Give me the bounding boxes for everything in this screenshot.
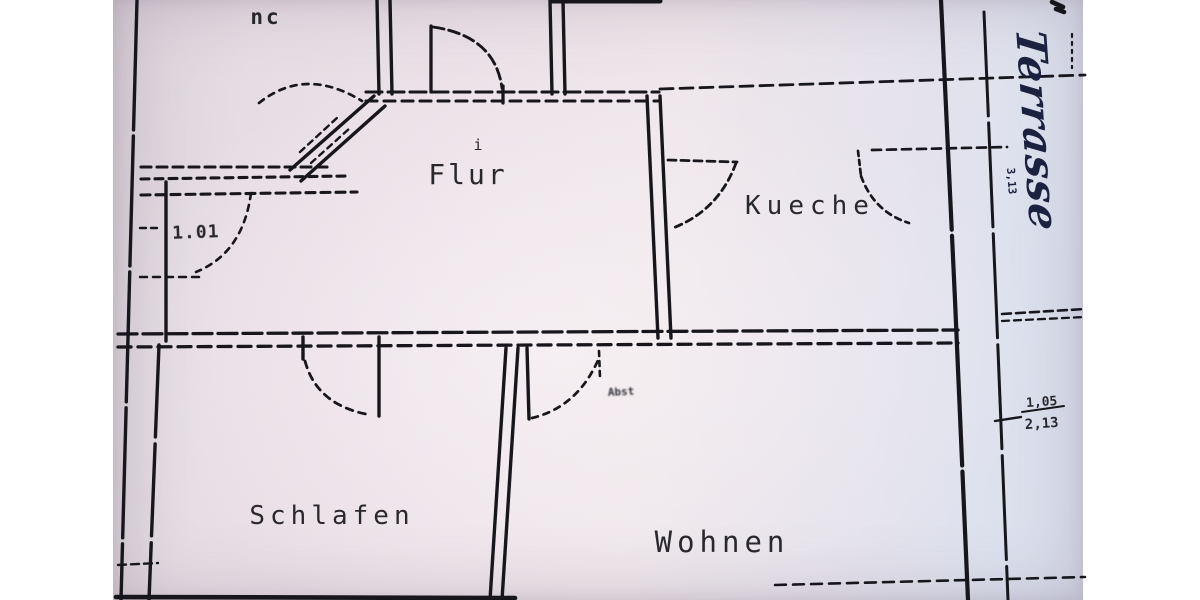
door-dimension-height-label: 2,13 [1024,415,1059,433]
door-leaf [666,158,739,164]
wall-segment [375,0,381,96]
wc-wall-dashed [139,174,349,181]
photo-bottom-edge-line [113,594,518,600]
wall-segment [658,94,673,340]
printed-labels: nc i Flur Kueche Schlafen Wohnen 1.01 1,… [172,5,1059,559]
wall-segment [119,0,139,600]
wall-segment [561,0,567,96]
floorplan-linework [113,0,1087,600]
room-label-schlafen: Schlafen [249,501,414,531]
door-dimension-width-label: 1,05 [1026,394,1058,411]
wall-segment [488,346,508,600]
wall-segment [548,0,554,96]
exterior-walls [113,0,1067,600]
door-smudge-note: Abst [607,385,634,399]
dimension-tick [993,415,1023,423]
wall-segment [388,0,394,96]
dashed-detail [116,561,160,567]
wall-segment [147,343,161,600]
door-hinge [597,349,602,380]
terrace-dashed-line [1000,315,1087,323]
wall-segment [938,0,971,600]
doors [194,24,1009,421]
wc-wall-dashed [139,190,359,197]
door-arc [303,359,373,417]
wall-segment [299,104,387,183]
wall-segment [645,94,660,340]
room-label-kueche: Kueche [745,191,875,221]
door-arc [859,174,911,225]
middle-wall [116,328,960,336]
handwritten-labels: Terrasse 3,13 [1004,27,1069,233]
wall-segment [500,346,520,600]
top-left-note-label: nc [250,5,281,29]
wc-door-arc [194,191,253,274]
door-leaf [525,346,531,421]
terrace-dashed-line [1000,307,1087,316]
dimension-fraction-line [1021,405,1065,413]
door-leaf [856,149,863,178]
middle-wall [116,341,960,349]
kueche-top-wall [658,73,1087,91]
wall-segment [288,94,376,172]
room-label-wohnen: Wohnen [655,525,790,559]
door-arc [431,25,504,90]
wc-room-code-label: 1.01 [172,221,220,244]
floorplan-photo-paper [113,0,1083,600]
flur-mark-label: i [473,136,482,154]
dashed-walls [116,32,1087,587]
door-arc [671,161,738,230]
terrasse-handwritten-label: Terrasse [1006,27,1069,233]
entry-door-arc [257,82,364,105]
room-label-flur: Flur [428,158,507,191]
hatch-stroke [298,115,340,154]
terrace-dimension-label: 3,13 [1004,167,1019,194]
door-arc [530,356,601,420]
terrace-door-line [870,145,1009,152]
terrace-dashed-line [773,575,1087,587]
terrace-edge-line [982,10,1010,600]
corner-mark [1049,0,1067,15]
hatch-stroke [309,126,352,165]
